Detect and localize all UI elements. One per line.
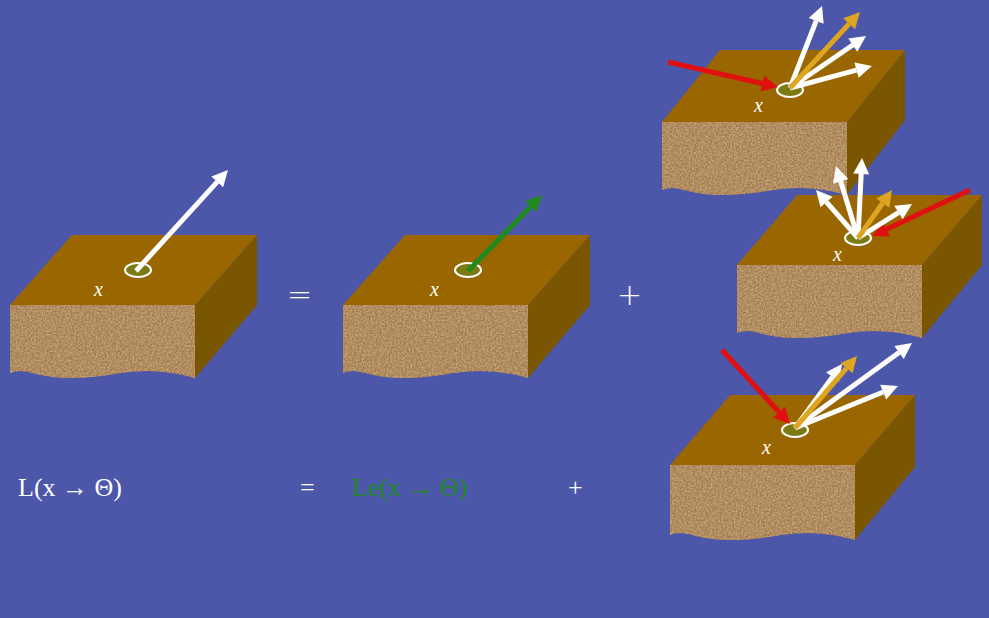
direction-arrow — [872, 190, 970, 236]
surface-block — [670, 395, 915, 540]
point-label: x — [833, 244, 842, 264]
direction-arrow — [833, 166, 858, 238]
point-label: x — [94, 279, 103, 299]
block-front — [662, 122, 847, 195]
operator-symbol: = — [287, 280, 312, 310]
arrow-shaft — [795, 352, 899, 428]
arrow-shaft — [468, 206, 531, 271]
equation-term: + — [568, 475, 583, 501]
arrow-head — [843, 12, 860, 29]
arrow-head — [211, 170, 228, 187]
arrow-head — [854, 62, 872, 77]
arrow-head — [525, 195, 542, 212]
equation-term: L(x → Θ) — [18, 475, 122, 501]
direction-arrow — [668, 62, 778, 91]
arrow-head — [809, 6, 824, 24]
arrow-head — [848, 36, 866, 52]
arrow-shaft — [722, 350, 779, 412]
arrow-head — [761, 76, 778, 92]
equation-term: Le(x → Θ) — [352, 475, 468, 501]
arrow-shaft — [886, 190, 970, 229]
surface-block — [10, 235, 257, 378]
arrow-head — [876, 190, 892, 208]
point-label: x — [754, 95, 763, 115]
arrow-shaft — [858, 203, 883, 238]
block-top — [662, 50, 905, 122]
point-label: x — [430, 279, 439, 299]
arrow-shaft — [795, 368, 847, 428]
direction-arrow — [795, 356, 857, 428]
surface-block — [343, 235, 590, 378]
block-top — [670, 395, 915, 465]
block-front — [343, 305, 528, 378]
block-front — [737, 265, 922, 338]
arrow-head — [880, 385, 898, 400]
direction-arrow — [795, 343, 912, 428]
block-front — [10, 305, 195, 378]
block-top — [10, 235, 257, 305]
operator-symbol: + — [617, 280, 642, 310]
arrow-shaft — [790, 24, 849, 88]
point-label: x — [762, 437, 771, 457]
block-top — [343, 235, 590, 305]
arrow-shaft — [841, 181, 858, 238]
block-front — [670, 465, 855, 540]
arrow-head — [816, 190, 833, 207]
direction-arrow — [858, 204, 912, 238]
surface-block — [662, 50, 905, 195]
arrow-head — [840, 356, 857, 373]
arrow-shaft — [858, 174, 861, 238]
arrow-head — [833, 166, 848, 184]
direction-arrow — [858, 190, 892, 238]
direction-arrow — [722, 350, 790, 424]
direction-arrow — [790, 12, 860, 88]
arrow-head — [894, 343, 912, 359]
direction-arrow — [468, 195, 542, 271]
arrow-head — [773, 407, 790, 424]
arrow-shaft — [136, 182, 217, 271]
arrow-head — [853, 158, 869, 174]
arrow-head — [894, 204, 912, 219]
equation-term: = — [300, 475, 315, 501]
direction-arrow — [136, 170, 228, 271]
arrow-shaft — [668, 62, 762, 83]
